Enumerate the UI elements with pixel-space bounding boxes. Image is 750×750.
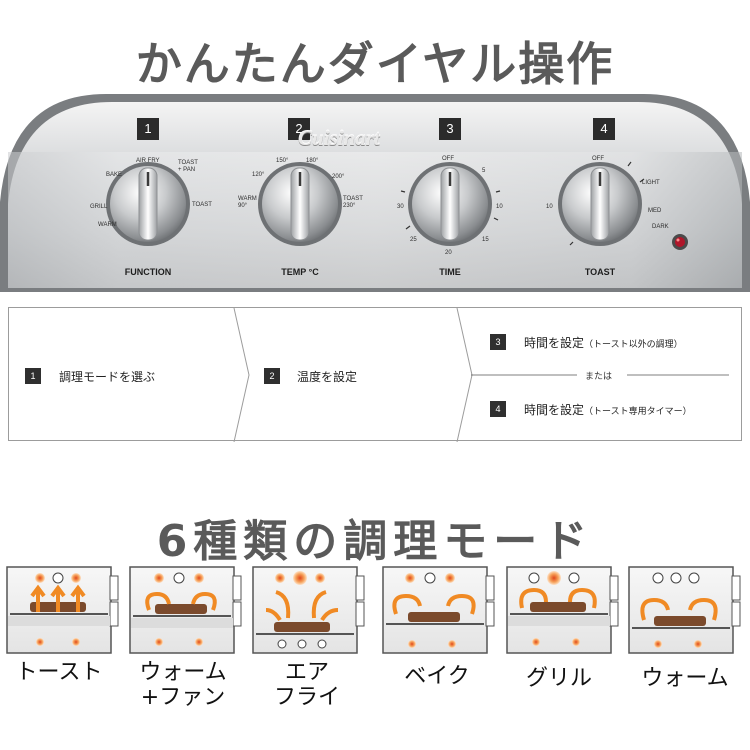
mode-card-grill — [506, 566, 620, 656]
step-2-text: 温度を設定 — [297, 370, 358, 384]
step-3-number: 3 — [490, 334, 506, 350]
step-4-note: （トースト専用タイマー） — [584, 407, 692, 417]
step-3-note: （トースト以外の調理） — [584, 340, 683, 350]
tick-20: 20 — [445, 250, 452, 256]
air-fry-mode-icon — [252, 566, 365, 654]
step-3-text: 時間を設定 — [524, 336, 585, 350]
tick-toast-230: TOAST 230° — [343, 196, 363, 209]
step-4-number: 4 — [490, 401, 506, 417]
mode-card-bake — [382, 566, 496, 656]
mode-card-warm — [628, 566, 742, 656]
dial-label-toast: TOAST — [584, 267, 616, 277]
knob-temp[interactable] — [258, 162, 342, 246]
step-4-text: 時間を設定 — [524, 403, 585, 417]
step-4-line: 時間を設定（トースト専用タイマー） — [524, 401, 692, 418]
toast-mode-icon — [6, 566, 119, 654]
page-title: かんたんダイヤル操作 — [135, 37, 615, 91]
tick-toast-10: 10 — [546, 204, 553, 210]
tick-light: LIGHT — [642, 180, 660, 186]
dial-label-function: FUNCTION — [124, 267, 172, 277]
mode-label-warm-fan-line1: ウォーム — [139, 660, 227, 685]
tick-10: 10 — [496, 204, 503, 210]
mode-label-grill: グリル — [500, 666, 618, 691]
mode-label-grill-line1: グリル — [525, 666, 592, 691]
mode-label-toast: トースト — [0, 660, 118, 685]
tick-25: 25 — [410, 237, 417, 243]
power-indicator-light — [672, 234, 688, 250]
step-2-number: 2 — [264, 368, 280, 384]
grill-mode-icon — [506, 566, 619, 654]
dial-label-temp: TEMP °C — [281, 267, 319, 277]
mode-label-air-fry-line2: フライ — [273, 685, 340, 710]
tick-warm-90: WARM 90° — [238, 196, 257, 209]
brand-logo: Cuisinart — [298, 126, 380, 150]
tick-toast-off: OFF — [592, 156, 604, 162]
mode-label-warm-line1: ウォーム — [641, 666, 729, 691]
or-text: または — [585, 372, 613, 382]
control-panel: 1 2 3 4 FUNCTION TEMP °C TIME TOAST BAKE… — [0, 92, 750, 292]
dial-number-3: 3 — [439, 118, 461, 140]
dial-number-2: 2 — [288, 118, 310, 140]
mode-label-warm-fan: ウォーム +ファン — [124, 660, 242, 710]
tick-toast: TOAST — [192, 202, 212, 208]
step-1-text: 調理モードを選ぶ — [59, 370, 156, 384]
warm-fan-mode-icon — [129, 566, 242, 654]
tick-air-fry: AIR FRY — [136, 158, 160, 164]
step-3-line: 時間を設定（トースト以外の調理） — [524, 334, 683, 351]
tick-30: 30 — [397, 204, 404, 210]
tick-warm: WARM — [98, 222, 117, 228]
tick-toast-pan: TOAST + PAN — [178, 160, 198, 173]
knob-toast[interactable] — [558, 162, 642, 246]
tick-180: 180° — [306, 158, 319, 164]
step-1-number: 1 — [25, 368, 41, 384]
tick-120: 120° — [252, 172, 265, 178]
mode-label-air-fry: エア フライ — [248, 660, 366, 710]
tick-bake: BAKE — [106, 172, 123, 178]
mode-label-bake-line1: ベイク — [404, 664, 470, 689]
tick-5: 5 — [482, 168, 486, 174]
dial-label-time: TIME — [439, 267, 461, 277]
mode-label-air-fry-line1: エア — [284, 660, 329, 685]
mode-label-bake: ベイク — [378, 664, 496, 689]
tick-15: 15 — [482, 237, 489, 243]
tick-150: 150° — [276, 158, 289, 164]
tick-dark: DARK — [652, 224, 669, 230]
steps-box: 1 調理モードを選ぶ 2 温度を設定 3 時間を設定（トースト以外の調理） また… — [8, 307, 742, 442]
mode-card-air-fry — [252, 566, 366, 656]
control-panel-graphic — [0, 93, 750, 292]
bake-mode-icon — [382, 566, 495, 654]
dial-number-4: 4 — [593, 118, 615, 140]
tick-off: OFF — [442, 156, 454, 162]
warm-mode-icon — [628, 566, 741, 654]
mode-card-toast — [6, 566, 120, 656]
knob-time[interactable] — [408, 162, 492, 246]
dial-number-1: 1 — [137, 118, 159, 140]
knob-function[interactable] — [106, 162, 190, 246]
steps-arrows — [233, 308, 729, 442]
mode-label-warm: ウォーム — [624, 666, 746, 691]
mode-label-warm-fan-line2: +ファン — [140, 685, 226, 710]
mode-card-warm-fan — [129, 566, 243, 656]
mode-label-toast-line1: トースト — [15, 660, 103, 685]
tick-grill: GRILL — [90, 204, 108, 210]
modes-title: 6種類の調理モード — [156, 516, 594, 567]
tick-med: MED — [648, 208, 662, 214]
tick-200: 200° — [332, 174, 345, 180]
